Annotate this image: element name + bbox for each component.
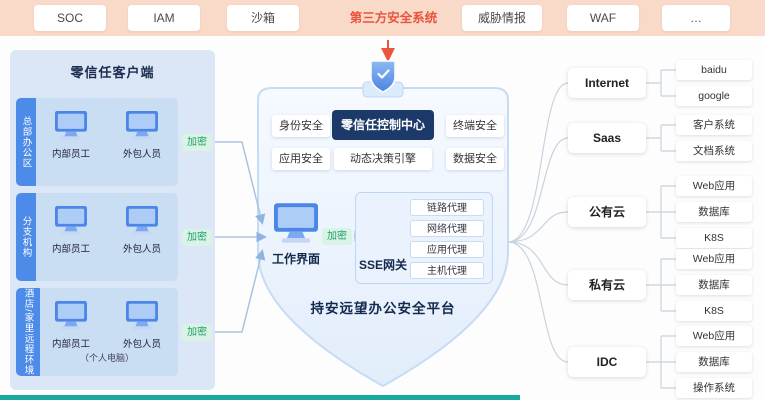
user-label: 内部员工 [51,244,90,255]
subnode-customer-system: 客户系统 [676,115,752,135]
subnode-web-app: Web应用 [676,249,752,269]
subnode-os: 操作系统 [676,378,752,398]
subnode-database: 数据库 [676,202,752,222]
user-label: 外包人员 [122,244,161,255]
subnode-database: 数据库 [676,275,752,295]
subnode-web-app: Web应用 [676,176,752,196]
fan-private-cloud [507,241,569,286]
top-bar-item-sandbox[interactable]: 沙箱 [227,5,299,31]
capability-app-security: 应用安全 [272,148,330,170]
subnode-doc-system: 文档系统 [676,141,752,161]
computer-icon [123,205,161,237]
computer-icon [52,205,90,237]
connector-hq [214,141,266,225]
node-public-cloud: 公有云 [568,197,646,227]
node-idc: IDC [568,347,646,377]
capability-endpoint-security: 终端安全 [446,115,504,137]
capability-decision-engine: 动态决策引擎 [334,148,432,170]
work-interface-label: 工作界面 [271,252,320,266]
subnode-k8s: K8S [676,301,752,321]
encrypt-tag: 加密 [182,134,212,151]
top-bar-item-threat-intel[interactable]: 威胁情报 [462,5,542,31]
footer-accent-bar [0,395,520,400]
top-bar-item-soc[interactable]: SOC [34,5,106,31]
connector-remote [214,249,266,333]
computer-icon [123,110,161,142]
computer-icon [123,300,161,332]
fan-public-cloud [507,211,569,243]
zone-label-hq: 总部办公区 [16,98,36,186]
shield-lock-icon [362,60,404,98]
bracket-private-cloud [646,258,676,312]
capability-data-security: 数据安全 [446,148,504,170]
work-interface-icon [270,202,322,246]
top-bar-item-more[interactable]: … [662,5,730,31]
encrypt-tag: 加密 [182,324,212,341]
proxy-app: 应用代理 [410,241,484,258]
top-bar: SOC IAM 沙箱 第三方安全系统 威胁情报 WAF … [0,0,765,36]
platform-title: 持安远望办公安全平台 [310,301,456,316]
sse-gateway-label: SSE网关 [358,258,407,272]
user-label: 内部员工 [51,339,90,350]
bracket-internet [646,69,676,97]
proxy-link: 链路代理 [410,199,484,216]
proxy-network: 网络代理 [410,220,484,237]
user-label: 外包人员 [122,339,161,350]
proxy-host: 主机代理 [410,262,484,279]
bracket-saas [646,124,676,152]
node-saas: Saas [568,123,646,153]
fan-idc [507,241,569,363]
bracket-idc [646,335,676,389]
bracket-public-cloud [646,185,676,239]
user-label: 内部员工 [51,149,90,160]
zone-label-remote: 酒店/家里远程环境 [16,288,40,376]
computer-icon [52,110,90,142]
top-bar-item-third-party: 第三方安全系统 [349,11,438,25]
node-private-cloud: 私有云 [568,270,646,300]
left-panel-title: 零信任客户端 [70,65,155,80]
capability-identity-security: 身份安全 [272,115,330,137]
user-label: 外包人员 [122,149,161,160]
subnode-google: google [676,86,752,106]
personal-pc-note: （个人电脑） [79,353,134,363]
top-bar-item-waf[interactable]: WAF [567,5,639,31]
encrypt-tag: 加密 [322,228,352,245]
fan-saas [507,137,569,243]
encrypt-tag: 加密 [182,229,212,246]
zone-label-branch: 分支机构 [16,193,36,281]
fan-internet [507,82,569,243]
subnode-web-app: Web应用 [676,326,752,346]
subnode-k8s: K8S [676,228,752,248]
zero-trust-control-center: 零信任控制中心 [332,110,434,140]
node-internet: Internet [568,68,646,98]
computer-icon [52,300,90,332]
subnode-baidu: baidu [676,60,752,80]
top-bar-item-iam[interactable]: IAM [128,5,200,31]
subnode-database: 数据库 [676,352,752,372]
